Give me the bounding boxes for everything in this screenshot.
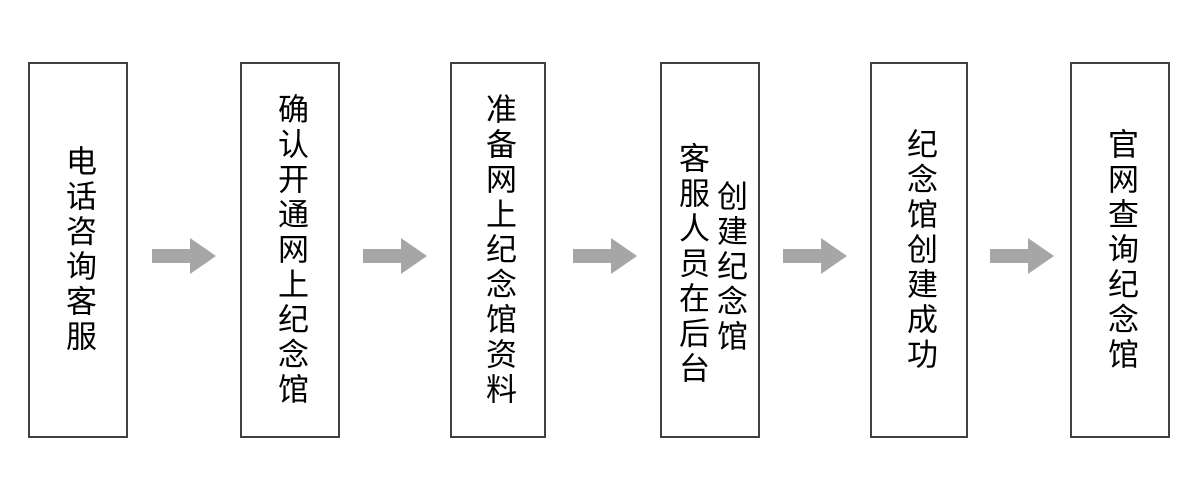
- flow-node-confirm-open-memorial[interactable]: 确认开通网上纪念馆: [240, 62, 340, 438]
- arrow-node5-to-node6: [990, 238, 1054, 274]
- arrow-node3-to-node4: [573, 238, 637, 274]
- flow-node-query-memorial-on-site[interactable]: 官网查询纪念馆: [1070, 62, 1170, 438]
- arrow-node1-to-node2: [152, 238, 216, 274]
- flow-node-label: 确认开通网上纪念馆: [272, 92, 308, 408]
- flow-node-prepare-memorial-materials[interactable]: 准备网上纪念馆资料: [450, 62, 546, 438]
- arrow-node4-to-node5: [783, 238, 847, 274]
- flow-node-phone-consult-support[interactable]: 电话咨询客服: [28, 62, 128, 438]
- flow-node-label: 电话咨询客服: [60, 145, 96, 355]
- flow-node-label: 官网查询纪念馆: [1102, 127, 1138, 373]
- flow-node-label: 纪念馆创建成功: [901, 127, 937, 373]
- arrow-node2-to-node3: [363, 238, 427, 274]
- flow-node-memorial-created-success[interactable]: 纪念馆创建成功: [870, 62, 968, 438]
- flow-node-label: 准备网上纪念馆资料: [480, 92, 516, 408]
- flow-node-label-column-1: 客服人员在后台: [674, 142, 709, 387]
- flow-node-support-creates-memorial[interactable]: 客服人员在后台 创建纪念馆: [660, 62, 760, 438]
- flow-node-label-column-2: 创建纪念馆: [711, 180, 747, 355]
